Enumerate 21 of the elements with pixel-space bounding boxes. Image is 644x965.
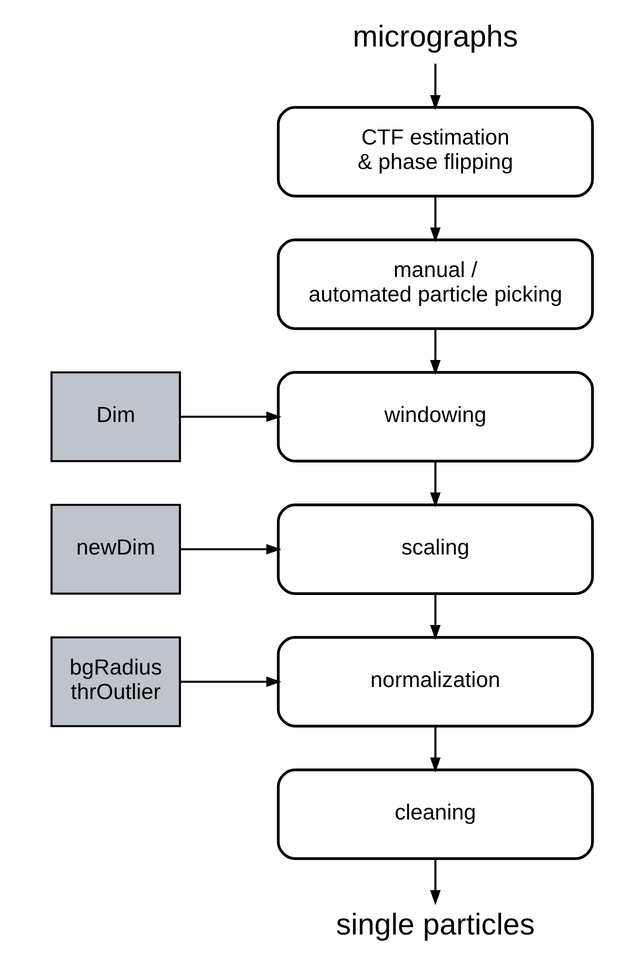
arrow xyxy=(430,726,441,772)
arrow xyxy=(180,543,282,554)
arrow xyxy=(430,63,441,110)
arrow xyxy=(180,410,282,422)
arrow xyxy=(180,676,282,687)
arrow xyxy=(430,593,441,640)
node-box: newDim xyxy=(50,503,181,594)
arrow xyxy=(430,858,441,905)
node-box: windowing xyxy=(276,370,594,462)
node-box: Dim xyxy=(50,370,181,462)
arrow xyxy=(430,328,441,375)
arrow xyxy=(430,460,441,508)
arrow xyxy=(430,196,441,242)
node-text: micrographs xyxy=(352,20,518,54)
node-box: manual / automated particle picking xyxy=(276,238,594,330)
node-box: bgRadius thrOutlier xyxy=(50,636,181,727)
node-box: CTF estimation & phase flipping xyxy=(276,105,594,197)
node-text: single particles xyxy=(336,908,535,942)
node-box: scaling xyxy=(276,503,594,594)
node-box: normalization xyxy=(276,636,594,727)
node-box: cleaning xyxy=(276,768,594,860)
